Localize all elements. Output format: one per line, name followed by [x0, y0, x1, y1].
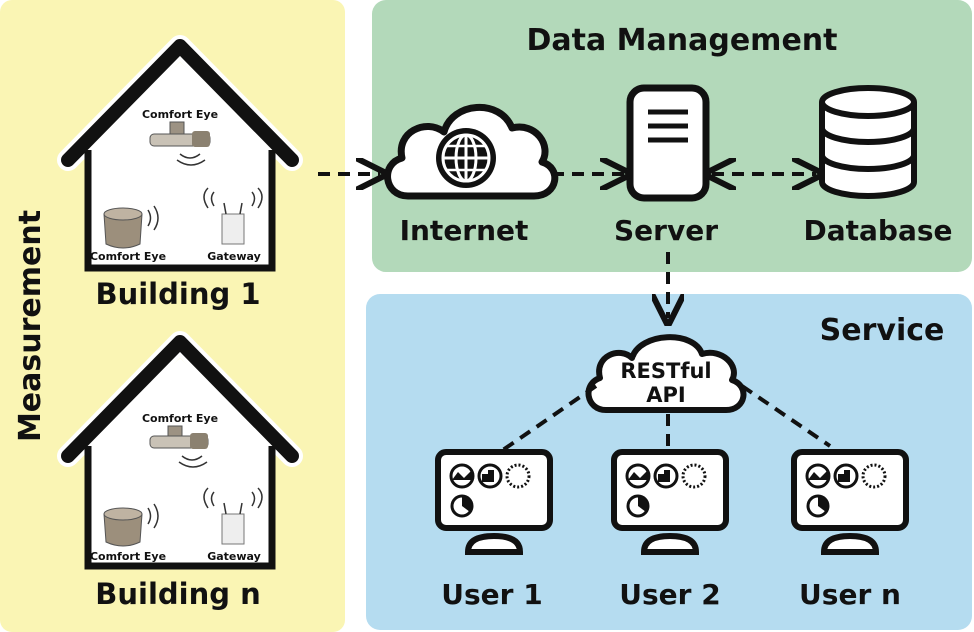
- server-icon: [626, 84, 710, 202]
- building-1: Comfort Eye Comfort Eye Gateway Building…: [57, 35, 303, 311]
- comfort-eye-top-label: Comfort Eye: [142, 108, 218, 121]
- comfort-eye-bottom-sensor: [103, 503, 159, 547]
- gateway-label: Gateway: [207, 550, 261, 563]
- building-1-label: Building 1: [95, 277, 260, 311]
- user-2: [611, 449, 729, 555]
- comfort-eye-top-label: Comfort Eye: [142, 412, 218, 425]
- service-title: Service: [820, 313, 945, 348]
- globe-icon: [436, 128, 496, 188]
- database-icon: [819, 85, 917, 199]
- internet-node: [384, 103, 559, 200]
- monitor-icon: [435, 449, 553, 555]
- database-label: Database: [803, 214, 952, 247]
- comfort-eye-bottom-sensor: [103, 205, 159, 249]
- server-label: Server: [614, 214, 718, 247]
- user-n-label: User n: [799, 578, 901, 611]
- monitor-icon: [611, 449, 729, 555]
- internet-label: Internet: [400, 214, 529, 247]
- user-n: [791, 449, 909, 555]
- building-n-label: Building n: [95, 577, 260, 611]
- comfort-eye-bottom-label: Comfort Eye: [90, 550, 166, 563]
- gateway-label: Gateway: [207, 250, 261, 263]
- api-label-line1: RESTful: [620, 359, 711, 383]
- wifi-icon: [203, 487, 263, 509]
- comfort-eye-bottom-label: Comfort Eye: [90, 250, 166, 263]
- link-api-user-n: [740, 384, 832, 448]
- restful-api-node: RESTful API: [585, 334, 747, 413]
- cloud-icon: [585, 334, 747, 413]
- gateway-device: [203, 487, 263, 545]
- wifi-icon: [203, 187, 263, 209]
- api-label-line2: API: [646, 383, 685, 407]
- user-1-label: User 1: [441, 578, 542, 611]
- building-n: Comfort Eye Comfort Eye Gateway Building…: [57, 331, 303, 611]
- comfort-eye-top-sensor: [149, 121, 211, 166]
- gateway-device: [203, 187, 263, 245]
- measurement-title: Measurement: [13, 210, 48, 442]
- comfort-eye-top-sensor: [149, 425, 209, 468]
- monitor-icon: [791, 449, 909, 555]
- data-management-title: Data Management: [526, 23, 837, 58]
- user-1: [435, 449, 553, 555]
- user-2-label: User 2: [619, 578, 720, 611]
